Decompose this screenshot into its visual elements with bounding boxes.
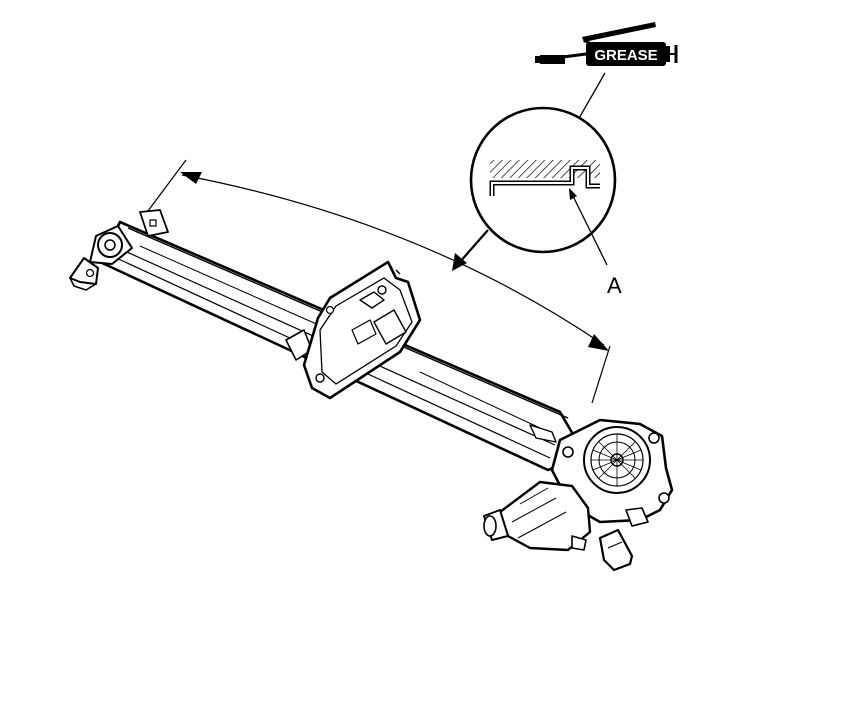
detail-location-arrow bbox=[452, 229, 489, 271]
grease-label: GREASE bbox=[594, 47, 657, 64]
grease-gun-icon bbox=[535, 22, 678, 66]
length-dimension bbox=[144, 159, 611, 404]
regulator-motor bbox=[483, 418, 674, 572]
callout-a-leader bbox=[570, 191, 608, 266]
callout-a-label: A bbox=[607, 273, 622, 298]
detail-view-circle bbox=[469, 106, 617, 254]
glass-carrier-bracket bbox=[302, 260, 422, 400]
